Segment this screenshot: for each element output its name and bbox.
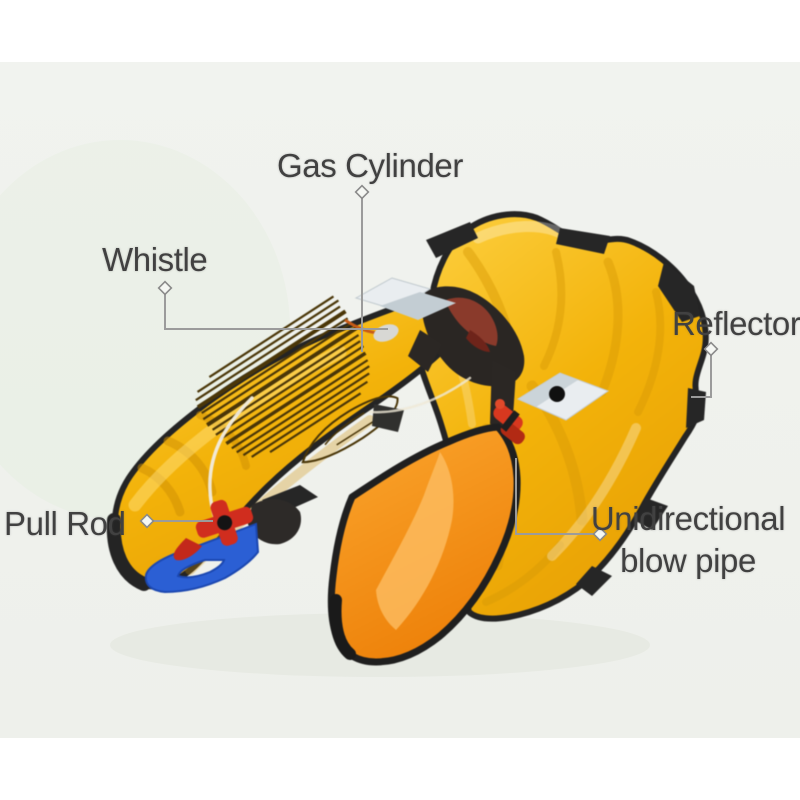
reflector-leader-line [691,354,712,398]
reflector-patch-top [354,277,456,320]
diamond-marker-blow-pipe [592,526,608,542]
label-blow-pipe-line1: Unidirectional [590,500,786,537]
diamond-marker-whistle [157,280,173,296]
reflector-patch-right [516,372,610,421]
label-gas-cylinder: Gas Cylinder [277,147,463,184]
diamond-marker-gas-cylinder [354,184,370,200]
leader-markers [139,184,719,542]
vest-left-chamber [106,294,446,591]
whistle-leader-line [164,293,388,330]
blow-pipe-leader-line [515,458,595,535]
blow-pipe-item [493,398,525,445]
label-blow-pipe-line2: blow pipe [620,542,756,579]
snap-button [549,386,565,402]
bib-light-stripe [376,452,454,630]
manifold [248,499,302,545]
hood-fabric [446,297,498,346]
label-blow-pipe: Unidirectional blow pipe [558,498,800,582]
orange-bib-panel [262,423,521,666]
pull-rod-handle [195,499,254,546]
printed-label-text [195,295,370,458]
diamond-marker-reflector [703,341,719,357]
label-pull-rod: Pull Rod [4,505,126,542]
diamond-marker-pull-rod [139,513,155,529]
label-whistle: Whistle [102,241,208,278]
leader-lines [152,197,712,535]
label-reflector: Reflector [672,305,800,342]
printed-boat-drawing [301,395,399,464]
tip-trim [106,513,151,591]
